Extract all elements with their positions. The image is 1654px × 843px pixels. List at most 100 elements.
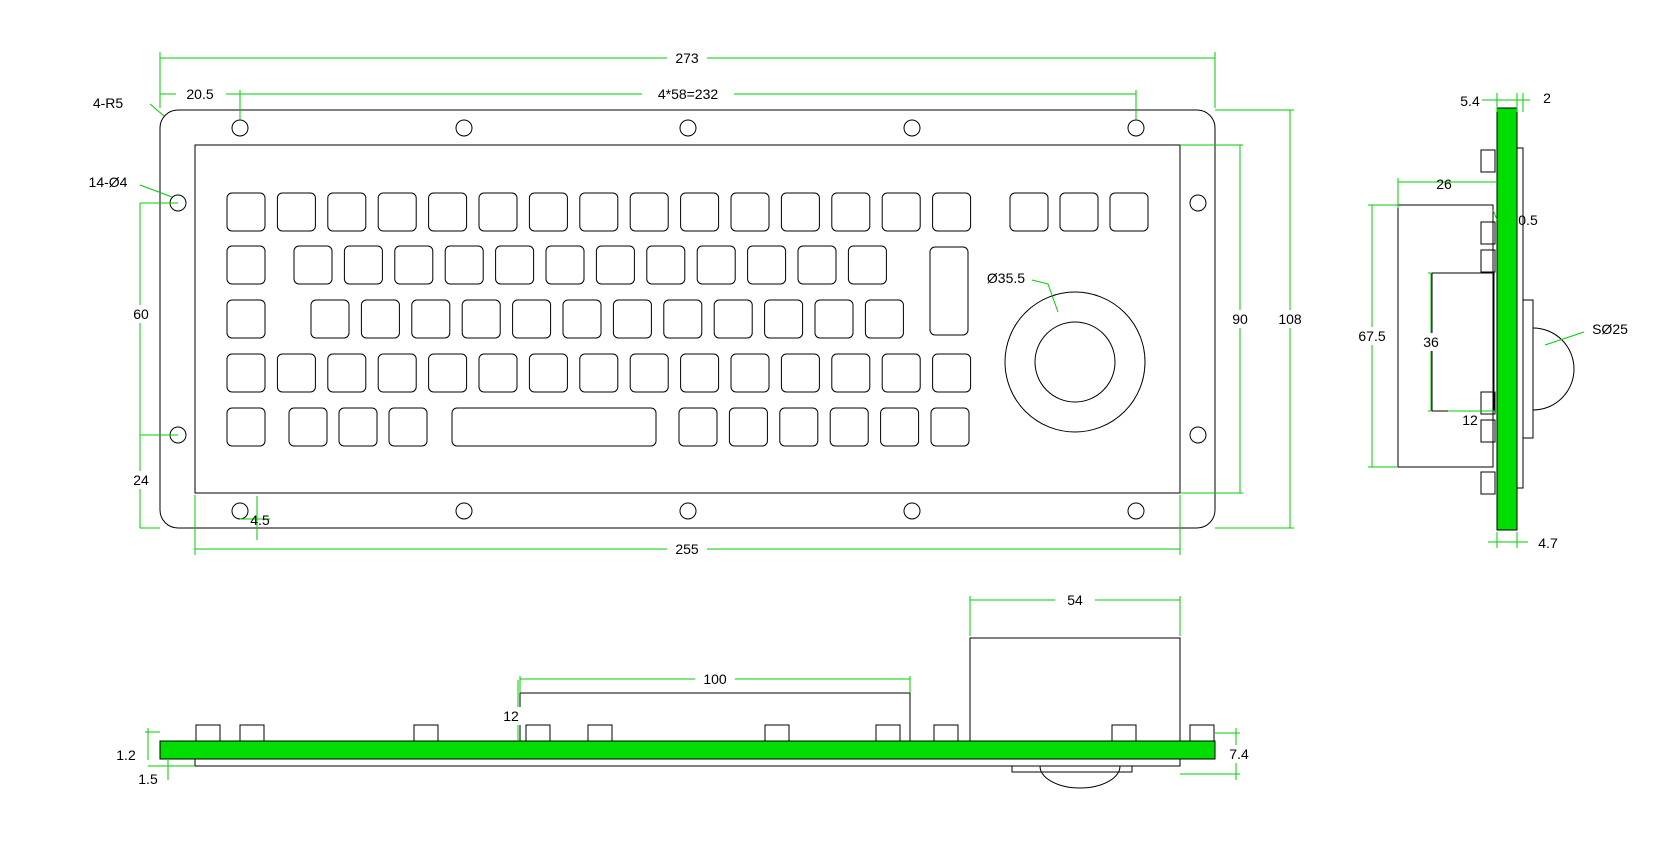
bottom-dimension-lines	[145, 591, 1256, 780]
keycap	[595, 245, 635, 285]
dim-total-height: 7.4	[1229, 746, 1249, 762]
keycap	[829, 407, 869, 447]
keycap	[780, 192, 820, 232]
keycap	[388, 407, 428, 447]
keycap	[929, 246, 969, 336]
front-panel-outline	[159, 109, 1216, 529]
bottom-pcb	[159, 740, 1216, 760]
keycap	[780, 353, 820, 393]
front-view: 273 20.5 4*58=232 4-R5 14-Ø4 60 24 4.5 2…	[89, 49, 1307, 558]
side-front-plate	[1516, 147, 1524, 489]
bottom-ball	[1039, 765, 1121, 789]
keycap	[377, 192, 417, 232]
keycap	[461, 299, 501, 339]
bottom-view: 54 100 12 1.2 1.5 7.4	[116, 591, 1256, 789]
dim-overall-height: 108	[1278, 311, 1302, 327]
front-dimension-labels: 273 20.5 4*58=232 4-R5 14-Ø4 60 24 4.5 2…	[89, 50, 1302, 557]
side-ball	[1532, 327, 1575, 411]
keycap	[444, 245, 484, 285]
keycap	[612, 299, 652, 339]
dim-trackball-box-width: 54	[1067, 592, 1083, 608]
mounting-holes	[169, 119, 1207, 520]
keycap	[343, 245, 383, 285]
keycap	[847, 245, 887, 285]
dim-panel-height: 1.2	[116, 747, 136, 763]
keycap	[394, 245, 434, 285]
keycap	[428, 353, 468, 393]
keycap	[293, 245, 333, 285]
keycap	[728, 407, 768, 447]
dim-hole-to-bottom: 24	[133, 472, 149, 488]
dim-bottom-offset: 4.7	[1538, 535, 1558, 551]
keycap	[579, 192, 619, 232]
dim-bottom-clearance: 1.5	[138, 771, 158, 787]
keycap	[747, 245, 787, 285]
keycap	[411, 299, 451, 339]
dim-panel-thickness: 5.4	[1460, 93, 1480, 109]
bottom-front-plate	[194, 758, 1181, 767]
keycap	[764, 299, 804, 339]
dim-hole-pitch: 4*58=232	[658, 86, 719, 102]
dim-pcb-thickness: 2	[1543, 90, 1551, 106]
keycap	[327, 353, 367, 393]
keycap	[377, 353, 417, 393]
side-electronics-box	[1397, 204, 1494, 468]
keycap	[495, 245, 535, 285]
keycap	[680, 353, 720, 393]
bottom-dimension-labels: 54 100 12 1.2 1.5 7.4	[116, 592, 1249, 787]
keycap	[1059, 192, 1099, 232]
dim-panel-inner-height: 90	[1232, 311, 1248, 327]
keycap	[528, 353, 568, 393]
keycap	[629, 353, 669, 393]
keycap	[663, 299, 703, 339]
keycap	[226, 353, 266, 393]
keycap	[310, 299, 350, 339]
keycap	[881, 353, 921, 393]
side-pcb	[1496, 107, 1518, 531]
side-nuts	[1480, 149, 1496, 495]
keycaps	[226, 192, 1149, 447]
keycap	[338, 407, 378, 447]
dim-trackball-diameter: Ø35.5	[987, 270, 1025, 286]
keycap	[779, 407, 819, 447]
keycap	[327, 192, 367, 232]
keycap	[226, 407, 266, 447]
bottom-trackball-box	[969, 637, 1181, 742]
side-dimension-labels: 5.4 2 26 0.5 67.5 36 12 SØ25 4.7	[1358, 90, 1628, 551]
keycap	[226, 245, 266, 285]
keycap	[562, 299, 602, 339]
keycap	[288, 407, 328, 447]
keycap	[451, 407, 657, 447]
keycap	[864, 299, 904, 339]
keycap	[930, 407, 970, 447]
keycap	[512, 299, 552, 339]
keycap	[478, 353, 518, 393]
dim-offset-small: 12	[1462, 412, 1478, 428]
keycap	[528, 192, 568, 232]
keycap	[545, 245, 585, 285]
side-view: 5.4 2 26 0.5 67.5 36 12 SØ25 4.7	[1352, 90, 1628, 551]
keycap	[226, 299, 266, 339]
dim-hole-spacing-vertical: 60	[133, 306, 149, 322]
trackball-bezel	[1004, 291, 1146, 433]
keycap	[932, 353, 972, 393]
side-dimension-lines	[1352, 93, 1585, 548]
bottom-connector-box	[519, 692, 911, 742]
dim-gap: 0.5	[1518, 212, 1538, 228]
keycap	[730, 192, 770, 232]
front-dimension-lines	[128, 49, 1307, 558]
dim-box-height: 67.5	[1358, 328, 1385, 344]
dim-mount-holes: 14-Ø4	[89, 174, 128, 190]
keycap	[1109, 192, 1149, 232]
keycap	[831, 353, 871, 393]
side-ball-housing	[1522, 299, 1534, 439]
dim-connector-height: 12	[503, 708, 519, 724]
keycap	[881, 192, 921, 232]
keycap	[730, 353, 770, 393]
keycap	[696, 245, 736, 285]
dim-edge-to-first-hole: 20.5	[186, 86, 213, 102]
keycap	[678, 407, 718, 447]
dim-connector-width: 100	[703, 671, 727, 687]
keycap	[797, 245, 837, 285]
